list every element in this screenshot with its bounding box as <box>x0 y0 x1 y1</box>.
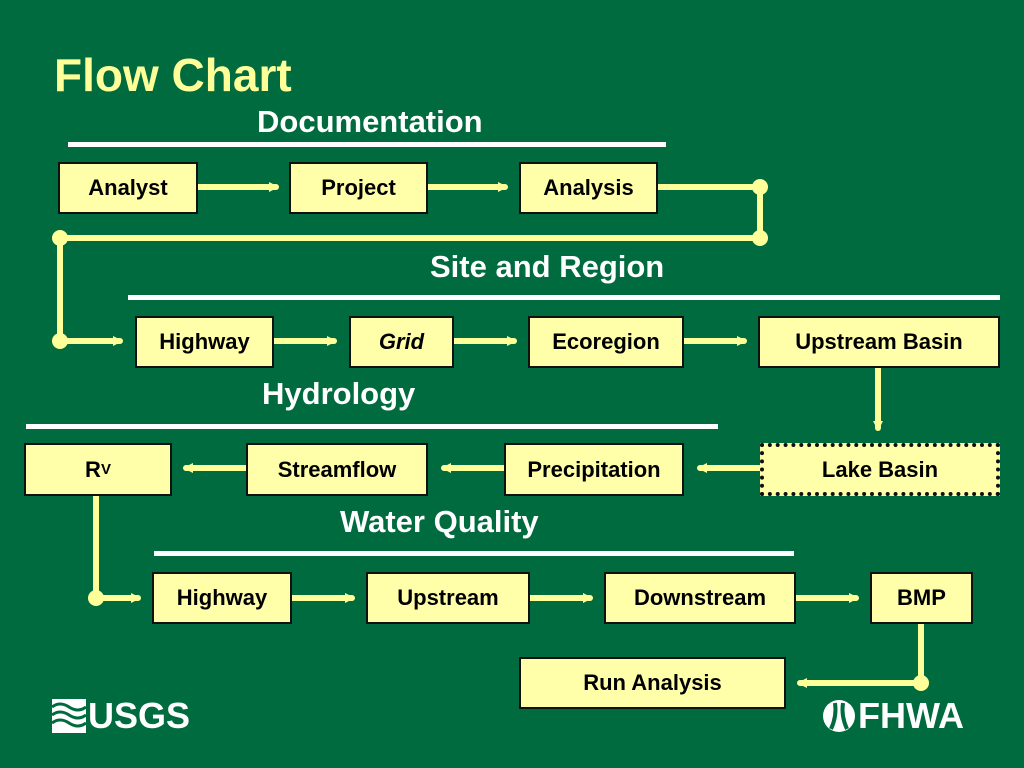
box-run-analysis[interactable]: Run Analysis <box>519 657 786 709</box>
section-water-quality: Water Quality <box>340 504 539 539</box>
rv-symbol: R <box>85 456 101 482</box>
box-highway-wq[interactable]: Highway <box>152 572 292 624</box>
rule-hydrology <box>26 424 718 429</box>
joint-dot <box>88 590 104 606</box>
joint-dot <box>52 230 68 246</box>
section-site-region: Site and Region <box>430 249 665 284</box>
joint-dot <box>752 230 768 246</box>
box-lake-basin[interactable]: Lake Basin <box>760 443 1000 496</box>
rule-documentation <box>68 142 666 147</box>
fhwa-logo: FHWA <box>822 698 964 734</box>
box-upstream-basin[interactable]: Upstream Basin <box>758 316 1000 368</box>
box-ecoregion[interactable]: Ecoregion <box>528 316 684 368</box>
page-title: Flow Chart <box>54 49 292 101</box>
connector-doc-to-site <box>57 184 763 346</box>
section-hydrology: Hydrology <box>262 376 416 411</box>
box-highway-site[interactable]: Highway <box>135 316 274 368</box>
box-precipitation[interactable]: Precipitation <box>504 443 684 496</box>
box-streamflow[interactable]: Streamflow <box>246 443 428 496</box>
joint-dot <box>752 179 768 195</box>
box-analyst[interactable]: Analyst <box>58 162 198 214</box>
box-grid[interactable]: Grid <box>349 316 454 368</box>
rv-subscript: V <box>100 461 111 478</box>
box-upstream[interactable]: Upstream <box>366 572 530 624</box>
box-downstream[interactable]: Downstream <box>604 572 796 624</box>
usgs-text: USGS <box>88 695 191 736</box>
rule-water-quality <box>154 551 794 556</box>
joint-dot <box>52 333 68 349</box>
joint-dot <box>913 675 929 691</box>
connector-bmp-to-run <box>797 621 924 688</box>
fhwa-text: FHWA <box>858 695 964 736</box>
box-project[interactable]: Project <box>289 162 428 214</box>
box-analysis[interactable]: Analysis <box>519 162 658 214</box>
connector-rv-to-wq <box>93 493 141 603</box>
section-documentation: Documentation <box>257 104 483 139</box>
fhwa-road-icon <box>823 700 855 732</box>
box-bmp[interactable]: BMP <box>870 572 973 624</box>
usgs-logo: USGS <box>52 698 190 734</box>
rule-site-region <box>128 295 1000 300</box>
usgs-waves-icon <box>52 699 86 733</box>
